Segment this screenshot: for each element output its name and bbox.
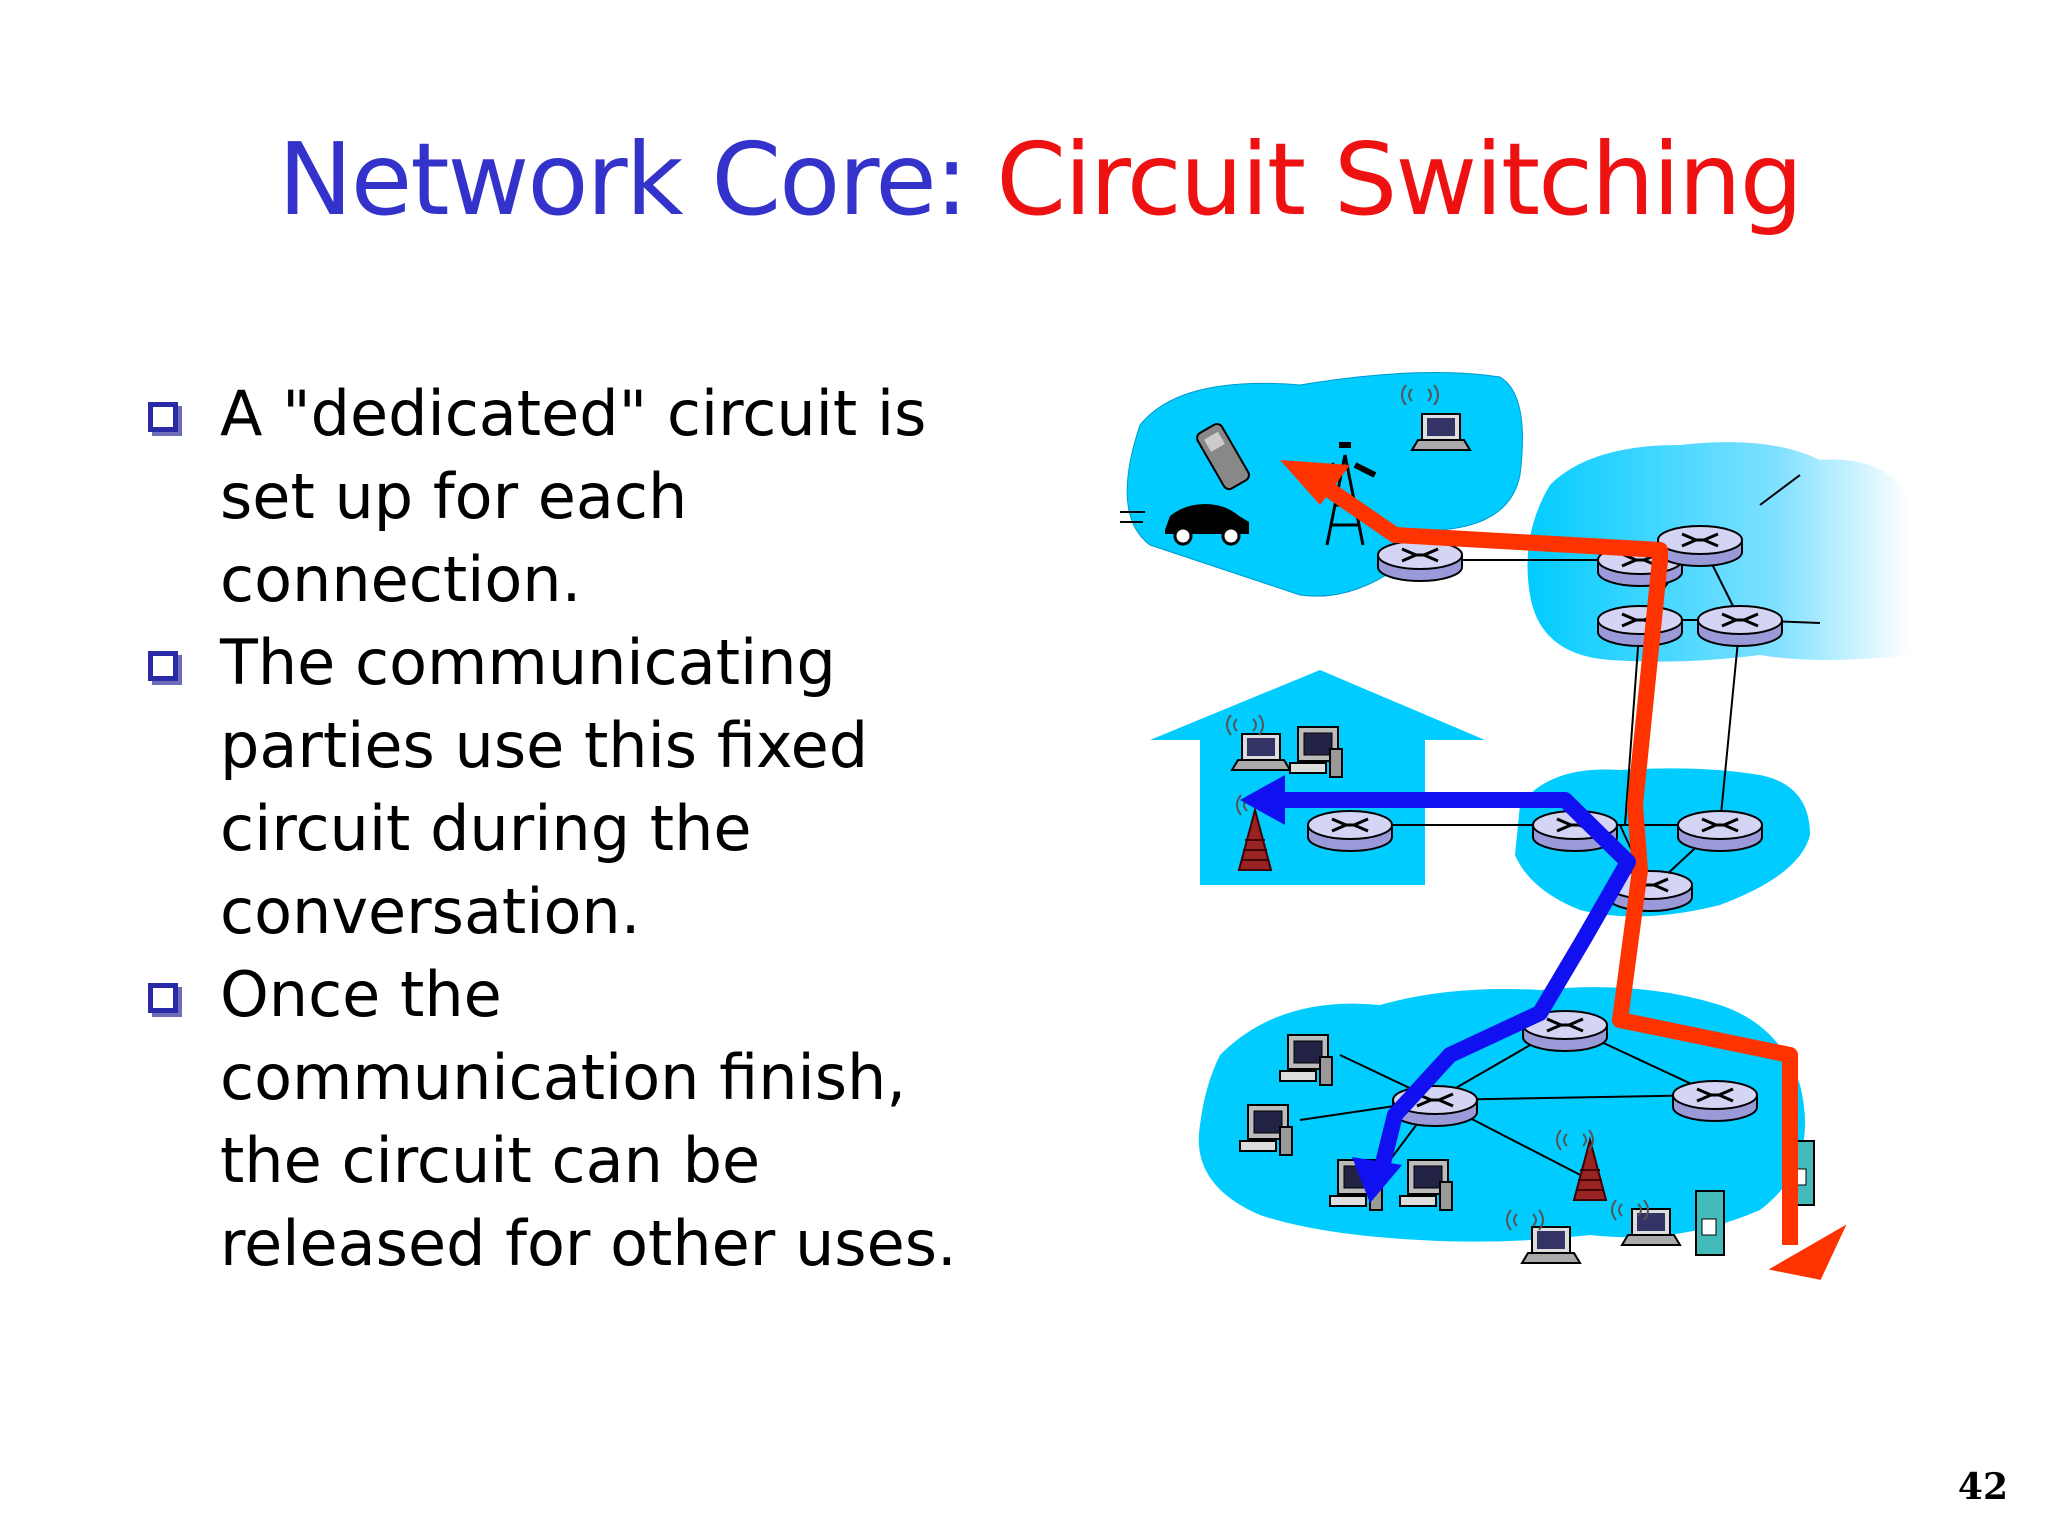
server-icon bbox=[1695, 1190, 1725, 1256]
square-bullet-icon bbox=[148, 983, 178, 1013]
circuit-path-blue bbox=[1240, 775, 1636, 1203]
page-number: 42 bbox=[1957, 1466, 2008, 1508]
square-bullet-icon bbox=[148, 402, 178, 432]
bullet-list: A "dedicated" circuit is set up for each… bbox=[140, 372, 980, 1285]
router-icon bbox=[1306, 809, 1394, 853]
bullet-text: A "dedicated" circuit is set up for each… bbox=[220, 377, 927, 616]
mobile-phone-icon bbox=[1196, 423, 1250, 491]
router-icon bbox=[1671, 1079, 1759, 1123]
bullet-item: The communicating parties use this fixed… bbox=[140, 621, 980, 953]
institutional-network-cloud bbox=[1515, 768, 1810, 917]
desktop-pc-icon bbox=[1399, 1159, 1453, 1211]
car-icon bbox=[1120, 504, 1249, 546]
title-network-core: Network Core: bbox=[278, 121, 997, 238]
square-bullet-icon bbox=[148, 651, 178, 681]
router-icon bbox=[1596, 604, 1684, 648]
desktop-pc-icon bbox=[1289, 726, 1343, 778]
desktop-pc-icon bbox=[1239, 1104, 1293, 1156]
bullet-item: Once the communication finish, the circu… bbox=[140, 953, 980, 1285]
slide-title: Network Core: Circuit Switching bbox=[278, 125, 1803, 235]
router-icon bbox=[1376, 539, 1464, 583]
desktop-pc-icon bbox=[1279, 1034, 1333, 1086]
bullet-text: Once the communication finish, the circu… bbox=[220, 958, 957, 1280]
bullet-item: A "dedicated" circuit is set up for each… bbox=[140, 372, 980, 621]
router-icon bbox=[1696, 604, 1784, 648]
bullet-text: The communicating parties use this fixed… bbox=[220, 626, 869, 948]
router-icon bbox=[1676, 809, 1764, 853]
router-icon bbox=[1656, 524, 1744, 568]
circuit-path-red bbox=[1280, 460, 1847, 1280]
title-circuit-switching: Circuit Switching bbox=[996, 121, 1803, 238]
home-network-house bbox=[1150, 670, 1485, 885]
network-diagram bbox=[1120, 372, 1910, 1280]
